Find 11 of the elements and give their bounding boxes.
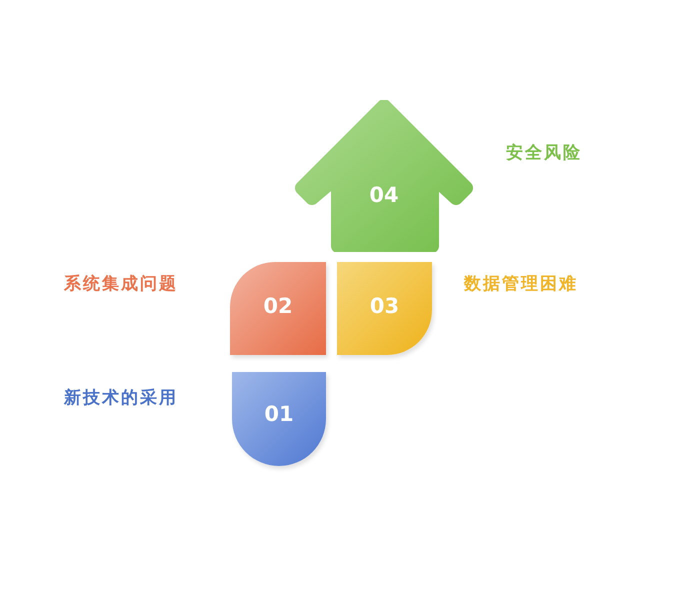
rounded-block (337, 262, 432, 355)
step-number: 02 (262, 294, 294, 318)
step-label: 数据管理困难 (464, 273, 578, 295)
step-number: 01 (263, 402, 295, 426)
rounded-block (232, 372, 326, 466)
step-label: 安全风险 (506, 142, 582, 164)
step-label: 系统集成问题 (64, 273, 178, 295)
rounded-block (230, 262, 326, 355)
step-number: 03 (368, 294, 400, 318)
step-number: 04 (368, 183, 400, 207)
step-label: 新技术的采用 (64, 387, 178, 409)
